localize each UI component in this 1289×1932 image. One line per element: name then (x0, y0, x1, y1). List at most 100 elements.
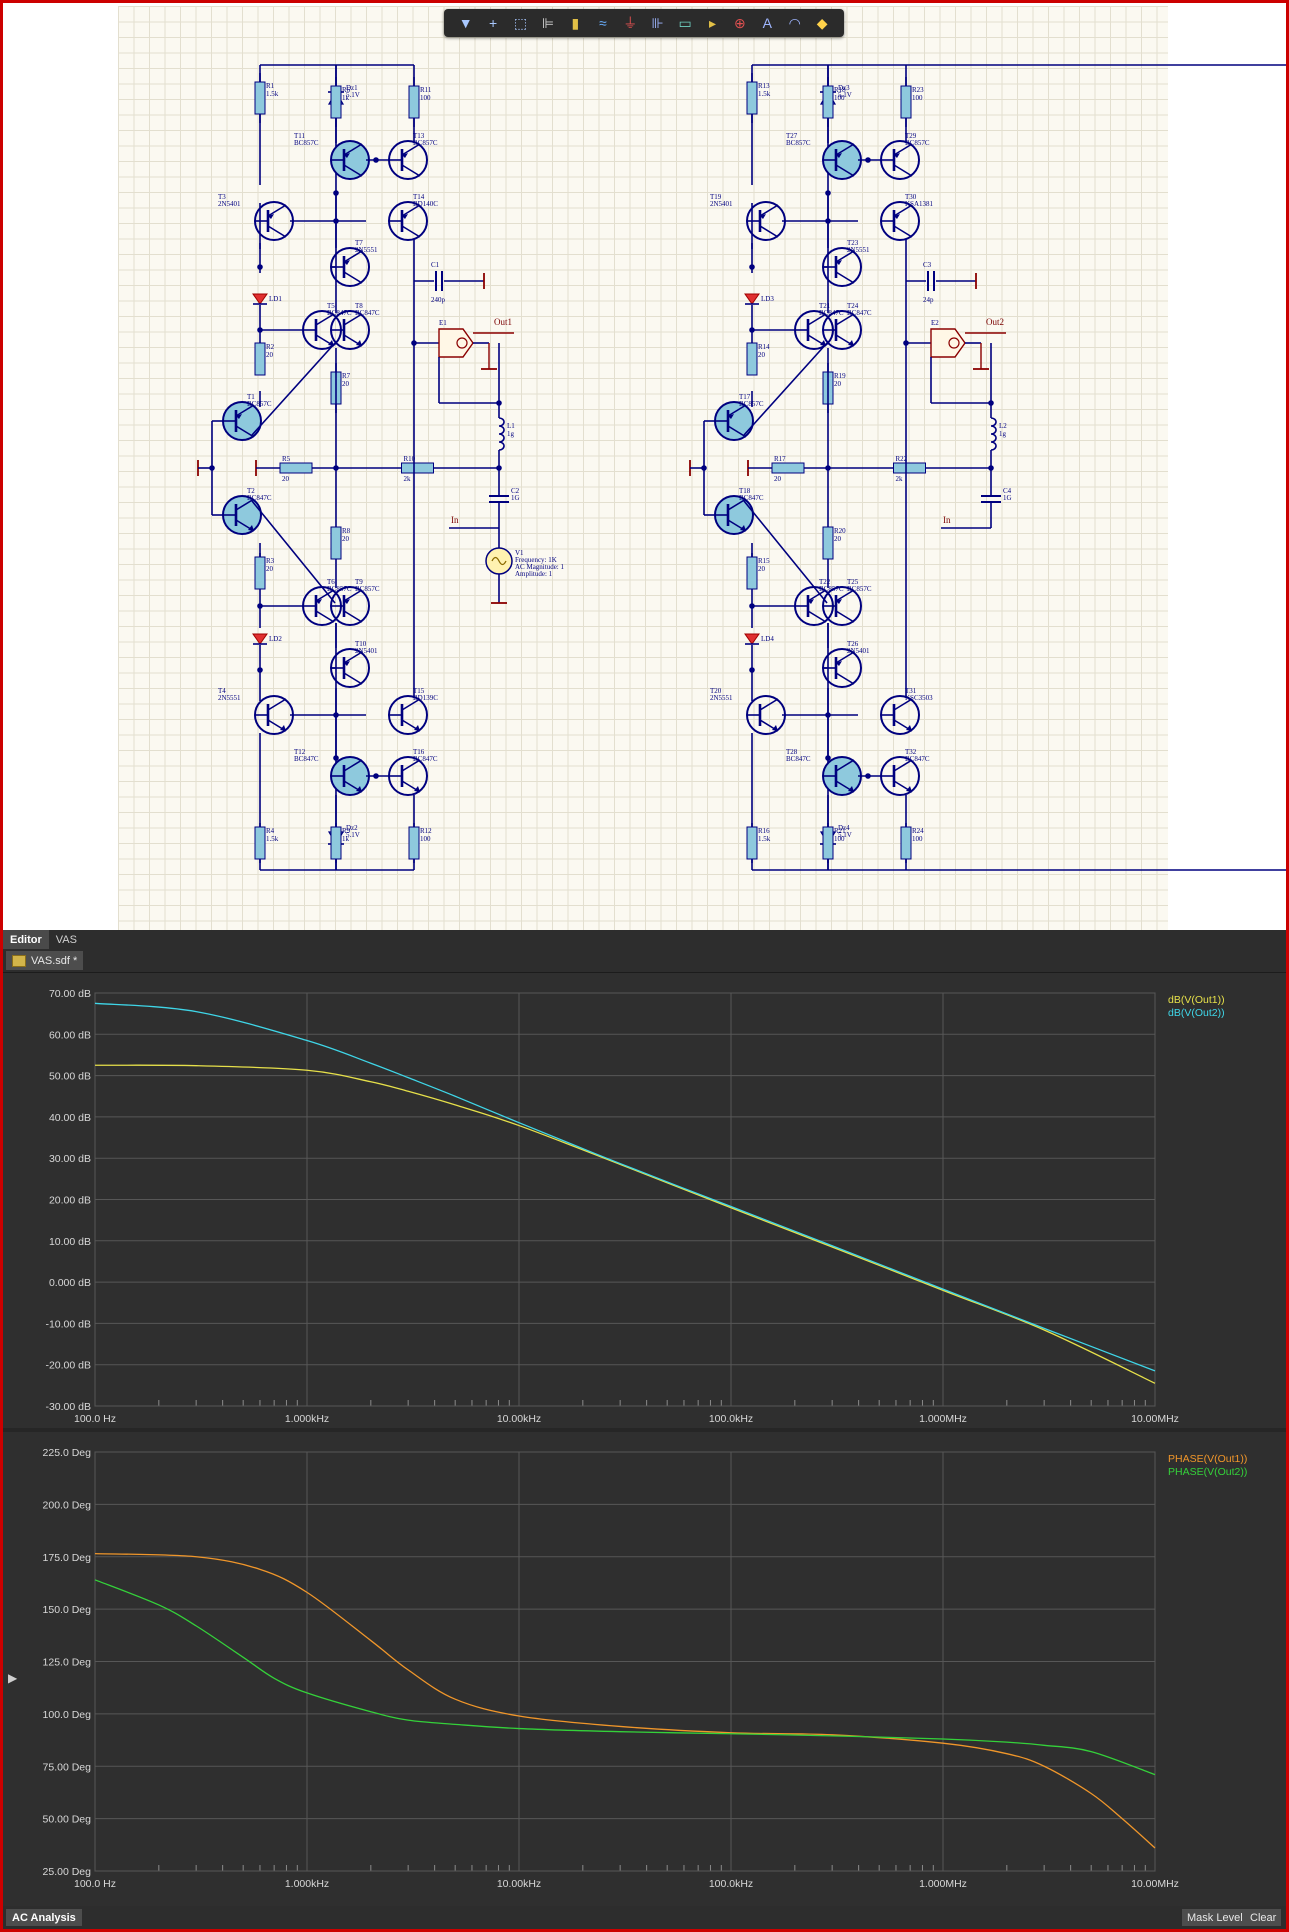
label-t14v: BD140C (413, 200, 438, 208)
arc-icon[interactable]: ◠ (788, 14, 801, 31)
document-tab-bar: VAS.sdf * (3, 949, 1286, 973)
wire (401, 698, 421, 711)
ground-icon[interactable]: ⏚ (623, 15, 638, 31)
resistor (408, 85, 420, 119)
label-v1: V1 (515, 549, 524, 557)
wire (727, 404, 747, 417)
emitter-arrow (894, 214, 900, 219)
junction-dot (865, 773, 871, 779)
x-tick-label: 10.00MHz (1131, 1413, 1179, 1425)
panel-divider (3, 1428, 1286, 1432)
label-t20: T20 (710, 687, 722, 695)
label-t1: T1 (247, 393, 255, 401)
align-icon[interactable]: ⊫ (541, 14, 555, 31)
tab-ac-analysis[interactable]: AC Analysis (6, 1909, 82, 1926)
port-icon[interactable]: ▸ (708, 14, 717, 31)
junction-dot (749, 264, 755, 270)
probe-icon[interactable]: ⊕ (734, 14, 746, 31)
wire-icon[interactable]: ≈ (598, 15, 607, 31)
resistor (254, 826, 266, 860)
junction-dot (749, 667, 755, 673)
led (744, 633, 760, 645)
label-t10: T10 (355, 640, 367, 648)
mask-level-button[interactable]: Mask Level (1182, 1909, 1248, 1926)
highlight-icon[interactable]: ◆ (816, 14, 828, 31)
select-rect-icon[interactable]: ⬚ (513, 14, 528, 31)
schematic-drawing[interactable]: R11.5kLD1R220R320LD2R41.5kT32N5401T42N55… (3, 3, 1286, 930)
label-r21v: 100 (834, 835, 845, 843)
resistor (746, 81, 758, 115)
x-tick-label: 1.000MHz (919, 1878, 967, 1890)
emitter-arrow (836, 599, 842, 604)
label-t16v: BC847C (413, 755, 438, 763)
label-t31: T31 (905, 687, 917, 695)
wire (807, 313, 827, 326)
resistor (401, 462, 434, 474)
label-r2: R2 (266, 343, 275, 351)
y-tick-label: -10.00 dB (45, 1318, 91, 1330)
resistor (330, 526, 342, 560)
label-t24v: BC847C (847, 309, 872, 317)
y-tick-label: 0.000 dB (49, 1277, 91, 1289)
label-t13: T13 (413, 132, 425, 140)
y-tick-label: 40.00 dB (49, 1112, 91, 1124)
label-in: In (451, 515, 459, 525)
label-r18: R18 (834, 86, 846, 94)
text-icon[interactable]: A (762, 15, 773, 31)
label-t13v: BC857C (413, 139, 438, 147)
junction-dot (825, 465, 831, 471)
bus-icon[interactable]: ⊪ (651, 14, 664, 31)
tab-vas[interactable]: VAS (55, 933, 77, 946)
led (744, 293, 760, 305)
label-t21: T21 (819, 302, 831, 310)
expand-arrow-icon[interactable]: ▶ (8, 1671, 18, 1685)
label-t6v: BC857C (327, 585, 352, 593)
label-t19v: 2N5401 (710, 200, 733, 208)
wire (235, 404, 255, 417)
label-t14: T14 (413, 193, 425, 201)
document-tab[interactable]: VAS.sdf * (6, 951, 84, 970)
label-c4: C4 (1003, 487, 1012, 495)
label-dz3: Dz3 (838, 84, 850, 92)
emitter-arrow (760, 214, 766, 219)
label-r1: R1 (266, 82, 275, 90)
label-c1v: 240p (431, 296, 446, 304)
crosshair-icon[interactable]: + (489, 15, 498, 31)
label-r18v: 100 (834, 94, 845, 102)
waveform-file-icon (12, 954, 26, 967)
wire (759, 698, 779, 711)
clear-button[interactable]: Clear (1245, 1909, 1282, 1926)
label-r17: R17 (774, 455, 786, 463)
label-r11v: 100 (420, 94, 431, 102)
label-t4: T4 (218, 687, 226, 695)
filter-icon[interactable]: ▼ (458, 15, 473, 31)
component-icon[interactable]: ▮ (571, 14, 580, 31)
wire (401, 143, 421, 156)
x-tick-label: 100.0kHz (709, 1413, 753, 1425)
net-label-icon[interactable]: ▭ (678, 14, 692, 31)
label-l1: L1 (507, 422, 515, 430)
vcvs-source (930, 328, 966, 358)
x-tick-label: 1.000kHz (285, 1878, 329, 1890)
status-bar: AC Analysis Mask Level Clear (3, 1906, 1286, 1929)
label-r19: R19 (834, 372, 846, 380)
junction-dot (257, 264, 263, 270)
label-t30: T30 (905, 193, 917, 201)
label-t31v: KSC3503 (905, 694, 933, 702)
label-r7v: 20 (342, 380, 350, 388)
label-dz2: Dz2 (346, 824, 358, 832)
label-t15: T15 (413, 687, 425, 695)
wire (343, 759, 363, 772)
label-r8: R8 (342, 527, 351, 535)
wire (759, 204, 779, 217)
label-t18: T18 (739, 487, 751, 495)
tab-editor[interactable]: Editor (3, 930, 49, 949)
wire (807, 610, 827, 623)
label-r14: R14 (758, 343, 770, 351)
wire (267, 204, 287, 217)
